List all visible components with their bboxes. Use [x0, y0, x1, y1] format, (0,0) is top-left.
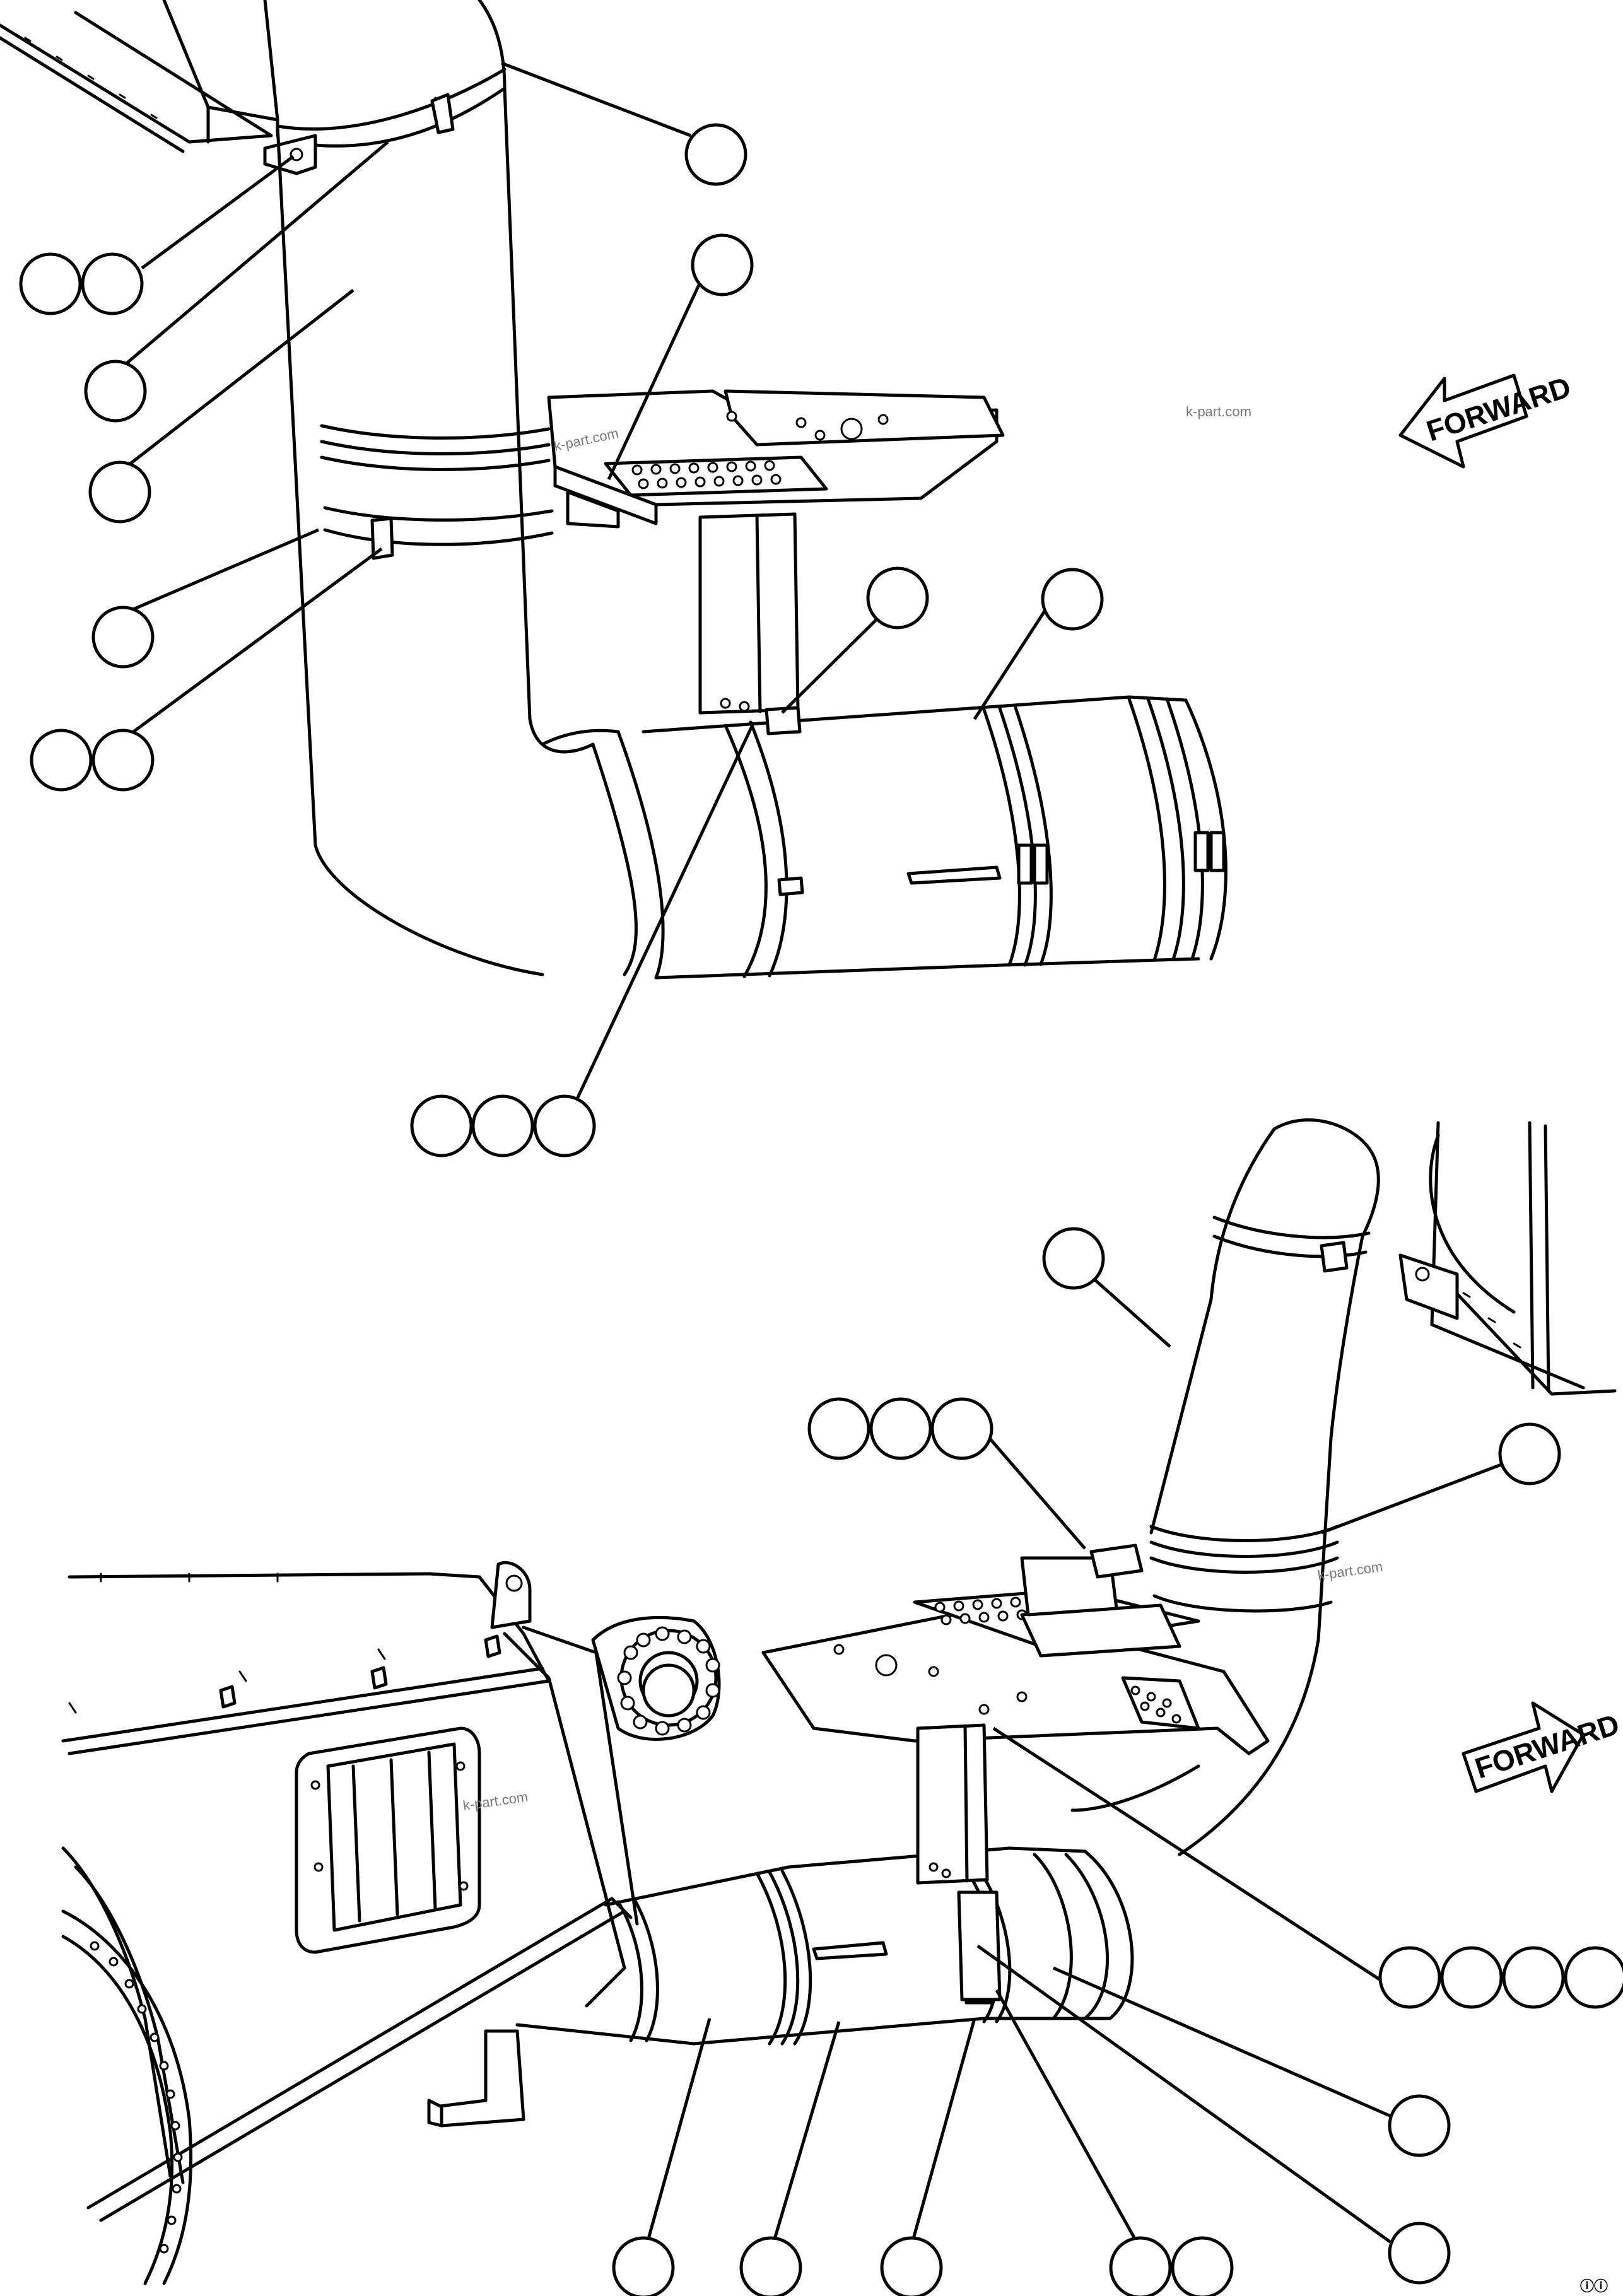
bottom-muffler: [515, 1846, 1134, 2046]
top-vertical-pipe: [276, 0, 595, 976]
bottom-main-frame: [61, 1561, 721, 2285]
callout-balloon[interactable]: [1171, 2236, 1234, 2296]
callout-balloon[interactable]: [691, 233, 754, 296]
watermark-text: k-part.com: [1186, 404, 1251, 419]
callout-balloon[interactable]: [1041, 568, 1104, 631]
flange-bolts: [617, 1626, 720, 1736]
callout-balloon[interactable]: [1502, 1946, 1565, 2009]
bottom-right-flange: [1398, 1121, 1617, 1396]
bottom-view: FORWARD k-part.com k-part.com: [61, 1118, 1623, 2285]
callout-balloon[interactable]: [612, 2236, 675, 2296]
callout-balloon[interactable]: [684, 123, 747, 186]
callout-balloon[interactable]: [1388, 2222, 1451, 2285]
callout-balloon[interactable]: [88, 460, 151, 524]
callout-balloon[interactable]: [1042, 1227, 1105, 1290]
sheet-code: ⓘⓘ: [1580, 2278, 1608, 2294]
step-grating-holes: [934, 1596, 1028, 1625]
callout-balloon[interactable]: [739, 2236, 802, 2296]
callout-balloon[interactable]: [81, 252, 144, 315]
forward-arrow-bottom: FORWARD: [1462, 1701, 1623, 1793]
top-left-flange: [0, 0, 317, 175]
callout-balloon[interactable]: [1440, 1946, 1503, 2009]
callout-balloon[interactable]: [1378, 1946, 1441, 2009]
step-grating-holes: [631, 460, 782, 489]
callout-balloon[interactable]: [410, 1094, 473, 1157]
callout-balloon[interactable]: [1109, 2236, 1172, 2296]
callout-balloon[interactable]: [91, 606, 155, 669]
callout-balloon[interactable]: [930, 1397, 993, 1460]
callout-balloon[interactable]: [19, 252, 82, 315]
bottom-support-bracket: [761, 1543, 1270, 2001]
top-muffler: [541, 695, 1228, 980]
callout-balloon[interactable]: [84, 360, 147, 423]
leader-lines: [119, 61, 1505, 2247]
step-grating-holes: [1130, 1685, 1181, 1724]
callout-balloon[interactable]: [533, 1094, 596, 1157]
callout-balloon[interactable]: [471, 1094, 534, 1157]
left-arrow-icon: [1398, 373, 1528, 469]
top-view: FORWARD k-part.com k-part.com: [0, 0, 1574, 980]
callout-balloon[interactable]: [807, 1397, 870, 1460]
callout-balloon[interactable]: [91, 729, 155, 792]
top-support-bracket: [547, 389, 1005, 735]
ring-bolts: [90, 1941, 183, 2254]
callout-balloon[interactable]: [30, 729, 93, 792]
callout-balloon[interactable]: [869, 1397, 932, 1460]
callout-balloon[interactable]: [1564, 1946, 1623, 2009]
callout-balloon[interactable]: [880, 2236, 943, 2296]
right-arrow-icon: [1462, 1701, 1585, 1793]
callout-balloon[interactable]: [1498, 1422, 1561, 1485]
forward-arrow-top: FORWARD: [1398, 370, 1574, 469]
bottom-vertical-pipe: [1070, 1118, 1380, 1856]
callout-balloon[interactable]: [866, 566, 929, 630]
callout-balloons: [19, 123, 1623, 2296]
callout-balloon[interactable]: [1388, 2094, 1451, 2157]
